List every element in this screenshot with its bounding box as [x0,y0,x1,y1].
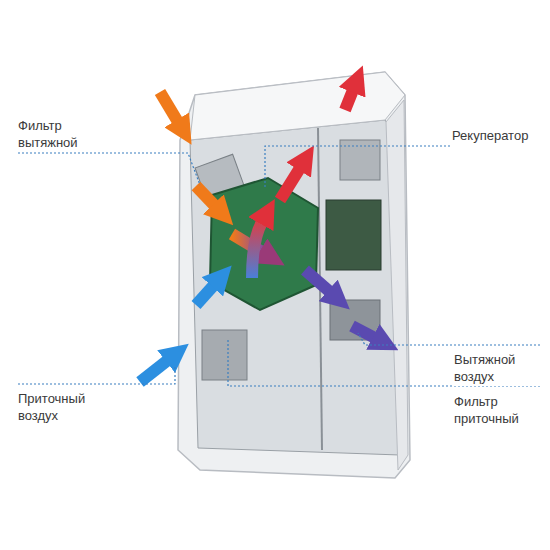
part-label: Вытяжной воздух [452,350,546,386]
control-board [326,200,381,270]
part-label: Фильтр приточный [452,392,546,428]
air-arrow [160,92,178,122]
air-arrow [352,326,375,338]
housing [178,72,410,478]
fan [330,300,380,340]
leader-line [18,365,175,384]
supply-filter [202,330,247,380]
air-arrow [345,90,353,110]
housing-inside [190,120,400,455]
air-arrow [252,222,262,278]
leader-line [265,146,450,188]
air-arrow [196,186,215,206]
part-label: Рекуператор [450,126,530,145]
heat-exchanger [210,178,318,310]
part-label: Фильтр вытяжной [16,116,110,152]
air-arrow [140,360,168,382]
housing-top [190,72,405,140]
air-arrow [196,285,214,305]
leader-line [18,153,200,185]
part-label: Приточный воздух [16,389,110,425]
housing-side [386,100,408,470]
air-arrow [305,270,330,292]
leader-line [358,333,540,345]
air-arrow [280,168,300,200]
